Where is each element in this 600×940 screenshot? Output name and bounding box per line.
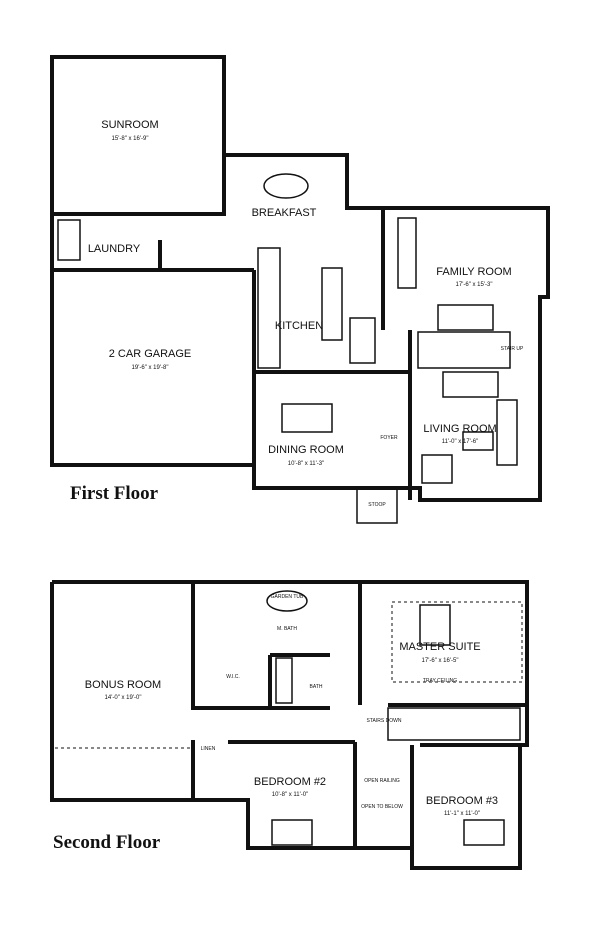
first-floor-title: First Floor [70, 483, 159, 504]
stairs-down-label: STAIRS DOWN [367, 718, 402, 724]
living-room-size: 11'-0" x 17'-6" [442, 439, 478, 445]
garage-label: 2 CAR GARAGE [109, 348, 192, 360]
wic-label: W.I.C. [226, 674, 240, 680]
breakfast-label: BREAKFAST [252, 207, 317, 219]
master-suite-size: 17'-6" x 16'-5" [422, 658, 459, 664]
dining-room-label: DINING ROOM [268, 444, 344, 456]
bath-label: BATH [310, 684, 323, 690]
open-railing-label: OPEN RAILING [364, 778, 400, 784]
second-floor-plan: BONUS ROOM 14'-0" x 19'-0" M. BATH GARDE… [50, 580, 529, 870]
foyer-label: FOYER [380, 435, 398, 441]
sunroom-size: 15'-8" x 16'-9" [112, 136, 149, 142]
tray-ceiling-label: TRAY CEILING [423, 678, 457, 684]
second-floor-title: Second Floor [53, 832, 161, 853]
linen-label: LINEN [201, 746, 216, 752]
bonus-room-label: BONUS ROOM [85, 679, 161, 691]
stair-up-label: STAIR UP [501, 346, 524, 352]
dining-room-size: 10'-8" x 11'-3" [288, 461, 324, 467]
sunroom-label: SUNROOM [101, 119, 158, 131]
laundry-label: LAUNDRY [88, 243, 141, 255]
garden-tub-label: GARDEN TUB [271, 594, 304, 600]
master-bath-label: M. BATH [277, 626, 297, 632]
first-floor-plan: SUNROOM 15'-8" x 16'-9" BREAKFAST LAUNDR… [50, 55, 550, 524]
garage-size: 19'-6" x 19'-8" [132, 365, 169, 371]
master-suite-label: MASTER SUITE [399, 641, 480, 653]
bedroom-3-label: BEDROOM #3 [426, 795, 498, 807]
kitchen-label: KITCHEN [275, 320, 323, 332]
open-to-below-label: OPEN TO BELOW [361, 804, 403, 810]
family-room-size: 17'-6" x 15'-3" [456, 282, 493, 288]
bedroom-2-label: BEDROOM #2 [254, 776, 326, 788]
living-room-label: LIVING ROOM [423, 423, 496, 435]
family-room-label: FAMILY ROOM [436, 266, 511, 278]
bedroom-3-size: 11'-1" x 11'-0" [444, 811, 480, 817]
stoop-label: STOOP [368, 502, 386, 508]
bedroom-2-size: 10'-8" x 11'-0" [272, 792, 308, 798]
bonus-room-size: 14'-0" x 19'-0" [105, 695, 142, 701]
sunroom-walls [50, 55, 226, 216]
